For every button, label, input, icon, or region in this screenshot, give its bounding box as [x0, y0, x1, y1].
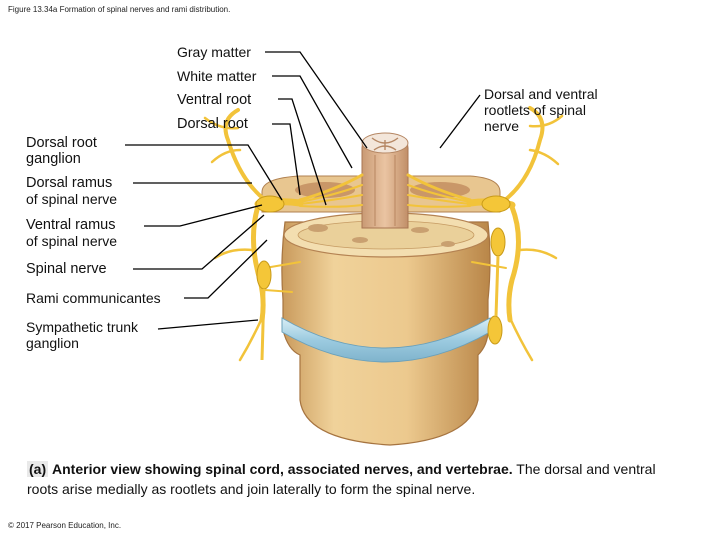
- label-dorsal-ramus: Dorsal ramus: [26, 175, 113, 191]
- leader-rootlets: [439, 94, 481, 149]
- right-sympathetic-ganglion-upper: [490, 227, 506, 257]
- copyright: © 2017 Pearson Education, Inc.: [8, 521, 122, 530]
- caption-body-text: The dorsal and ventral roots arise media…: [27, 461, 656, 497]
- leader-white-matter: [272, 75, 353, 169]
- leader-lines: [125, 51, 481, 330]
- label-ventral-ramus-sub: of spinal nerve: [26, 233, 118, 249]
- left-sympathetic-ganglion: [256, 260, 272, 290]
- caption-bold-text: Anterior view showing spinal cord, assoc…: [52, 461, 513, 477]
- label-rami-communicantes: Rami communicantes: [26, 290, 161, 306]
- leader-gray-matter: [265, 51, 368, 149]
- leader-ventral-root: [278, 98, 327, 206]
- label-gray-matter: Gray matter: [177, 44, 251, 60]
- label-rootlets: Dorsal and ventral rootlets of spinal ne…: [484, 86, 598, 134]
- right-dorsal-root-ganglion: [481, 195, 511, 213]
- right-sympathetic-ganglion-lower: [487, 315, 503, 345]
- leader-rami-communicantes: [184, 239, 268, 299]
- label-dorsal-root: Dorsal root: [177, 116, 248, 132]
- label-dorsal-root-ganglion: Dorsal root ganglion: [26, 135, 97, 167]
- leader-dorsal-root-ganglion: [125, 144, 283, 201]
- left-dorsal-root-ganglion: [255, 195, 285, 213]
- spinal-cord: [361, 132, 409, 229]
- caption-tag: (a): [27, 461, 49, 477]
- label-dorsal-ramus-sub: of spinal nerve: [26, 191, 118, 207]
- figure-caption: (a) Anterior view showing spinal cord, a…: [27, 459, 687, 499]
- vertebral-body: [281, 212, 491, 446]
- label-white-matter: White matter: [177, 68, 257, 84]
- figure-title: Figure 13.34a Formation of spinal nerves…: [8, 5, 231, 14]
- label-ventral-root: Ventral root: [177, 92, 252, 108]
- leader-dorsal-root: [272, 123, 301, 196]
- leader-sympathetic-trunk-ganglion: [157, 319, 259, 330]
- leader-ventral-ramus: [144, 204, 263, 227]
- label-spinal-nerve: Spinal nerve: [26, 261, 107, 277]
- label-sympathetic-trunk-ganglion: Sympathetic trunk ganglion: [26, 319, 139, 351]
- leader-spinal-nerve: [133, 214, 265, 270]
- label-ventral-ramus: Ventral ramus: [26, 217, 116, 233]
